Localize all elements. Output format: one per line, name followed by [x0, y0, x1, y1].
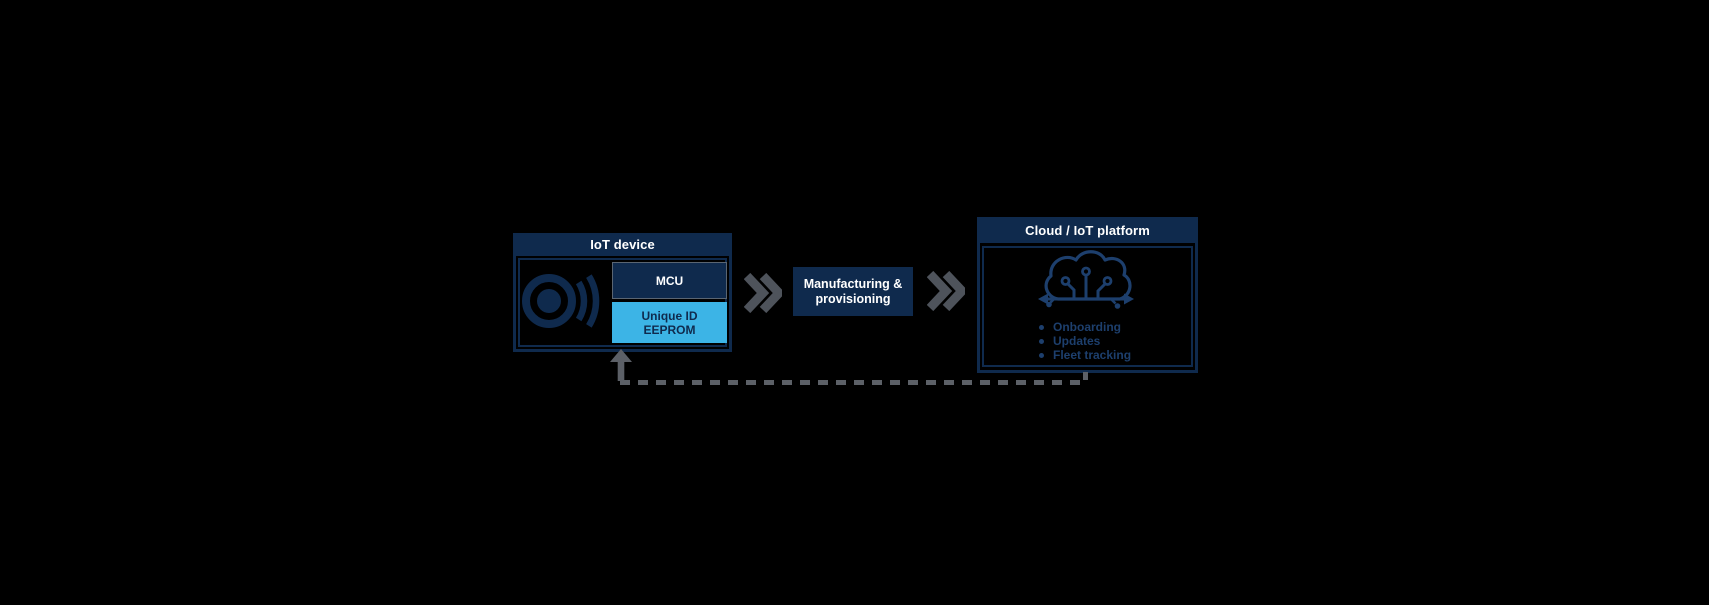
- cloud-platform-inner-frame: [982, 246, 1193, 367]
- cloud-feature-list: Onboarding Updates Fleet tracking: [1039, 320, 1131, 362]
- eeprom-box: Unique ID EEPROM: [612, 302, 727, 343]
- bullet-icon: [1039, 324, 1044, 330]
- feedback-dashed-line: [620, 380, 1088, 385]
- eeprom-label-line2: EEPROM: [643, 322, 696, 337]
- feature-label: Updates: [1053, 334, 1101, 348]
- mcu-box: MCU: [612, 262, 727, 299]
- manufacturing-label-line1: Manufacturing &: [803, 276, 903, 291]
- feedback-dashed-connector: [1083, 372, 1088, 380]
- cloud-circuit-icon: [1038, 250, 1134, 309]
- iot-device-title: IoT device: [590, 237, 655, 252]
- bullet-icon: [1039, 338, 1044, 344]
- list-item: Updates: [1039, 334, 1131, 348]
- iot-device-header: IoT device: [513, 233, 732, 256]
- manufacturing-label-line2: provisioning: [815, 291, 891, 306]
- wireless-sensor-icon: [522, 274, 600, 328]
- double-chevron-right-icon: [927, 271, 965, 311]
- mcu-label: MCU: [655, 273, 684, 288]
- cloud-platform-header: Cloud / IoT platform: [977, 217, 1198, 243]
- feature-label: Fleet tracking: [1053, 348, 1132, 362]
- up-arrow-icon: [610, 349, 632, 381]
- double-chevron-right-icon: [744, 273, 782, 313]
- eeprom-label-line1: Unique ID: [641, 308, 698, 323]
- list-item: Onboarding: [1039, 320, 1131, 334]
- list-item: Fleet tracking: [1039, 348, 1131, 362]
- bullet-icon: [1039, 352, 1044, 358]
- feature-label: Onboarding: [1053, 320, 1121, 334]
- manufacturing-box: Manufacturing & provisioning: [793, 267, 913, 316]
- cloud-platform-title: Cloud / IoT platform: [1025, 222, 1150, 238]
